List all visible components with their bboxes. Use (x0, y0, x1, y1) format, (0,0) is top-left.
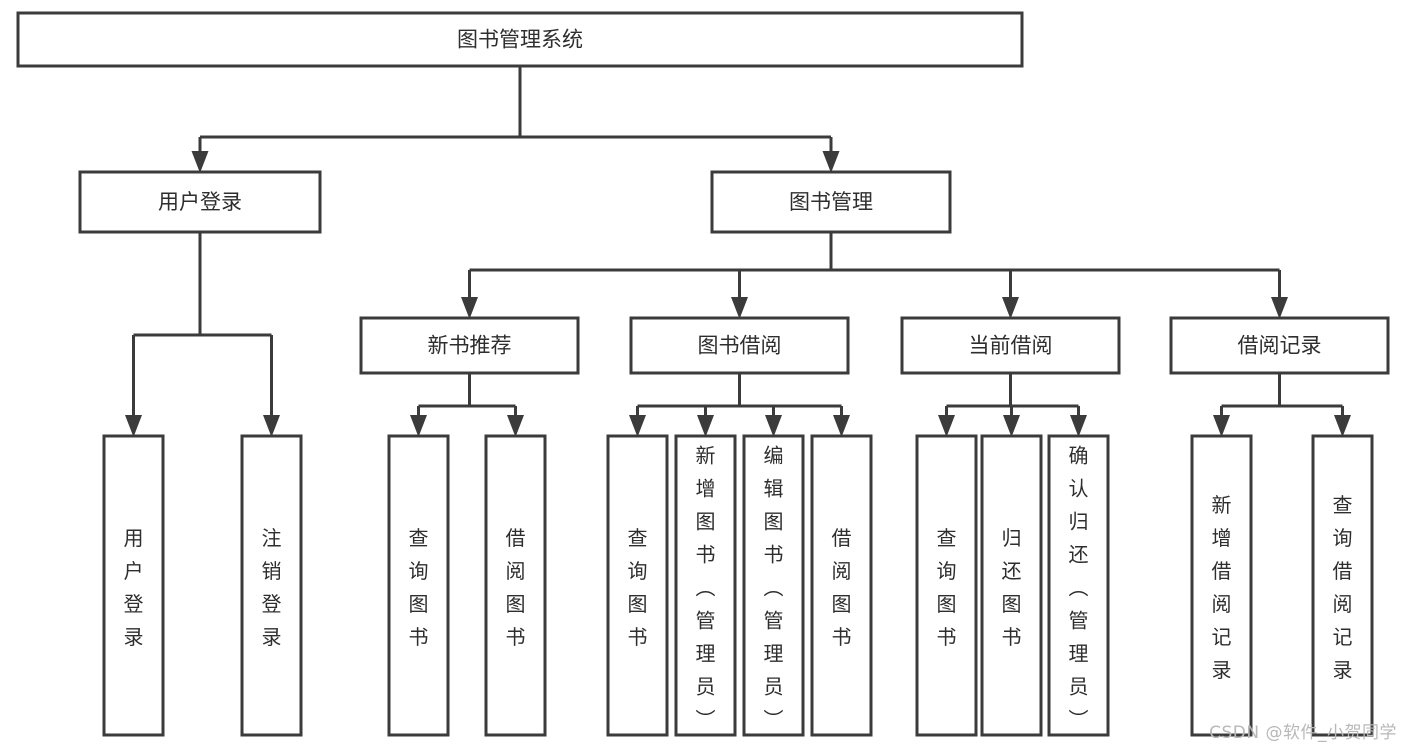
node-leaf-return-book[interactable]: 归还图书 (980, 434, 1043, 737)
node-label: 归还图书 (1002, 526, 1022, 649)
connector-group-current (938, 373, 1087, 437)
node-label: 确认归还︵管理员︶ (1069, 444, 1089, 732)
node-label: 用户登录 (124, 526, 144, 649)
node-label: 借阅图书 (506, 526, 526, 649)
connector-group-newbook (410, 373, 524, 437)
node-label: 图书借阅 (698, 334, 782, 358)
node-newbook[interactable]: 新书推荐 (359, 316, 580, 375)
node-label: 注销登录 (262, 526, 282, 649)
node-leaf-user-login[interactable]: 用户登录 (102, 434, 165, 737)
connector-group-borrow (629, 373, 850, 437)
node-label: 查询借阅记录 (1333, 493, 1353, 682)
node-label: 当前借阅 (969, 334, 1053, 358)
node-leaf-confirm-return[interactable]: 确认归还︵管理员︶ (1047, 434, 1110, 737)
node-leaf-query-book-1[interactable]: 查询图书 (387, 434, 450, 737)
node-label: 查询图书 (937, 526, 957, 649)
node-leaf-add-record[interactable]: 新增借阅记录 (1190, 434, 1253, 737)
node-label: 用户登录 (158, 190, 242, 214)
node-current[interactable]: 当前借阅 (900, 316, 1121, 375)
node-leaf-query-book-3[interactable]: 查询图书 (915, 434, 978, 737)
node-leaf-query-record[interactable]: 查询借阅记录 (1311, 434, 1374, 737)
node-label: 新增图书︵管理员︶ (696, 444, 716, 732)
node-records[interactable]: 借阅记录 (1169, 316, 1390, 375)
node-label: 编辑图书︵管理员︶ (764, 444, 784, 732)
node-leaf-borrow-book-1[interactable]: 借阅图书 (484, 434, 547, 737)
node-root[interactable]: 图书管理系统 (16, 11, 1024, 68)
node-label: 查询图书 (628, 526, 648, 649)
node-label: 图书管理 (789, 190, 873, 214)
node-label: 借阅记录 (1238, 334, 1322, 358)
node-label: 新增借阅记录 (1212, 493, 1232, 682)
node-label: 借阅图书 (832, 526, 852, 649)
connector-group-bookmgmt (461, 232, 1288, 319)
connector-group-root (191, 66, 840, 173)
node-layer: 图书管理系统用户登录图书管理新书推荐图书借阅当前借阅借阅记录用户登录注销登录查询… (16, 11, 1390, 737)
node-borrow[interactable]: 图书借阅 (629, 316, 850, 375)
node-leaf-edit-book[interactable]: 编辑图书︵管理员︶ (742, 434, 805, 737)
node-leaf-borrow-book-2[interactable]: 借阅图书 (810, 434, 873, 737)
node-label: 新书推荐 (428, 334, 512, 358)
node-bookmgmt[interactable]: 图书管理 (710, 170, 952, 234)
node-label: 查询图书 (409, 526, 429, 649)
node-label: 图书管理系统 (457, 28, 583, 52)
connector-group-login (125, 232, 280, 437)
connector-layer (125, 66, 1351, 437)
connector-group-records (1213, 373, 1351, 437)
node-leaf-logout[interactable]: 注销登录 (240, 434, 303, 737)
node-leaf-add-book[interactable]: 新增图书︵管理员︶ (674, 434, 737, 737)
node-leaf-query-book-2[interactable]: 查询图书 (606, 434, 669, 737)
node-login[interactable]: 用户登录 (78, 170, 322, 234)
